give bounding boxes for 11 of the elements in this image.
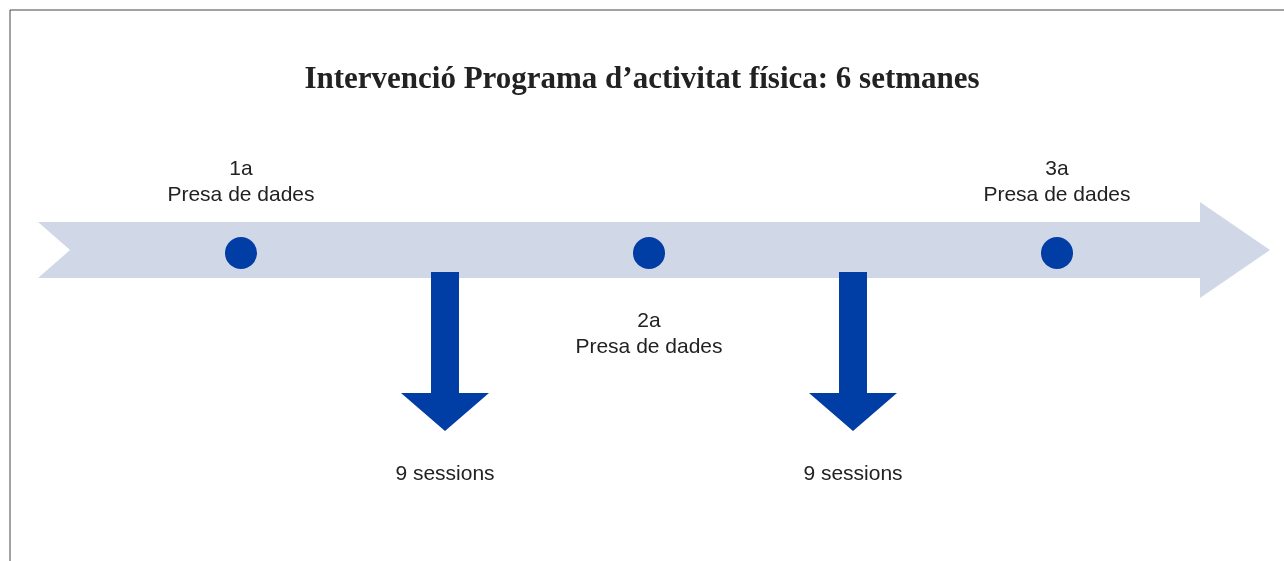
milestone-label: Presa de dades [166,182,316,206]
diagram-title: Intervenció Programa d’activitat física: 6 setmanes [303,60,981,96]
milestone-label: Presa de dades [574,334,724,358]
node-label: 9 sessions [394,461,496,485]
milestone-label: 1a [228,156,254,180]
node-label: 9 sessions [802,461,904,485]
milestone-label: 3a [1044,156,1070,180]
down-arrow [809,272,897,431]
milestone-label: 2a [636,308,662,332]
milestone-label: Presa de dades [982,182,1132,206]
down-arrow [401,272,489,431]
